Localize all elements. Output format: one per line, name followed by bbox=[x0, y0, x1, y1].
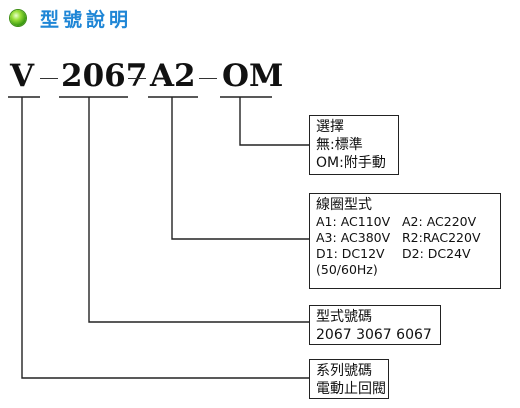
coil-option: D1: DC12V bbox=[316, 246, 385, 261]
separator-dash bbox=[128, 78, 146, 80]
series-box-value: 電動止回閥 bbox=[316, 381, 386, 397]
option-line: 無:標準 bbox=[316, 137, 363, 153]
code-part-coil: A2 bbox=[150, 58, 196, 94]
type-box: 型式號碼 2067 3067 6067 bbox=[309, 305, 441, 345]
coil-option: R2:RAC220V bbox=[402, 230, 481, 245]
heading-title: 型號說明 bbox=[40, 8, 133, 31]
coil-option: A1: AC110V bbox=[316, 214, 391, 229]
coil-option: D2: DC24V bbox=[402, 246, 471, 261]
option-line: OM:附手動 bbox=[316, 155, 386, 171]
series-box: 系列號碼 電動止回閥 bbox=[309, 359, 389, 399]
code-part-type: 2067 bbox=[61, 58, 148, 94]
coil-frequency-note: (50/60Hz) bbox=[316, 262, 378, 277]
section-heading: 型號說明 bbox=[10, 4, 132, 32]
coil-option: A2: AC220V bbox=[402, 214, 477, 229]
connector-option bbox=[239, 97, 309, 146]
connector-coil bbox=[171, 97, 309, 240]
series-box-title: 系列號碼 bbox=[316, 363, 372, 379]
connector-type bbox=[88, 97, 309, 323]
coil-box: 線圈型式 A1: AC110V A2: AC220V A3: AC380V R2… bbox=[309, 193, 501, 289]
code-part-series: V bbox=[10, 58, 35, 94]
green-circle-bullet-icon bbox=[10, 10, 26, 26]
coil-row: D1: DC12V D2: DC24V bbox=[316, 246, 494, 262]
option-box-title: 選擇 bbox=[316, 119, 344, 135]
coil-box-title: 線圈型式 bbox=[316, 197, 372, 213]
coil-option: A3: AC380V bbox=[316, 230, 391, 245]
connector-series bbox=[21, 97, 309, 379]
separator-dash bbox=[40, 78, 58, 80]
coil-row: A3: AC380V R2:RAC220V bbox=[316, 230, 494, 246]
type-box-value: 2067 3067 6067 bbox=[316, 327, 432, 343]
coil-row: A1: AC110V A2: AC220V bbox=[316, 214, 494, 230]
code-part-option: OM bbox=[222, 58, 284, 94]
option-box: 選擇 無:標準 OM:附手動 bbox=[309, 115, 399, 175]
separator-dash bbox=[199, 78, 217, 80]
type-box-title: 型式號碼 bbox=[316, 309, 372, 325]
